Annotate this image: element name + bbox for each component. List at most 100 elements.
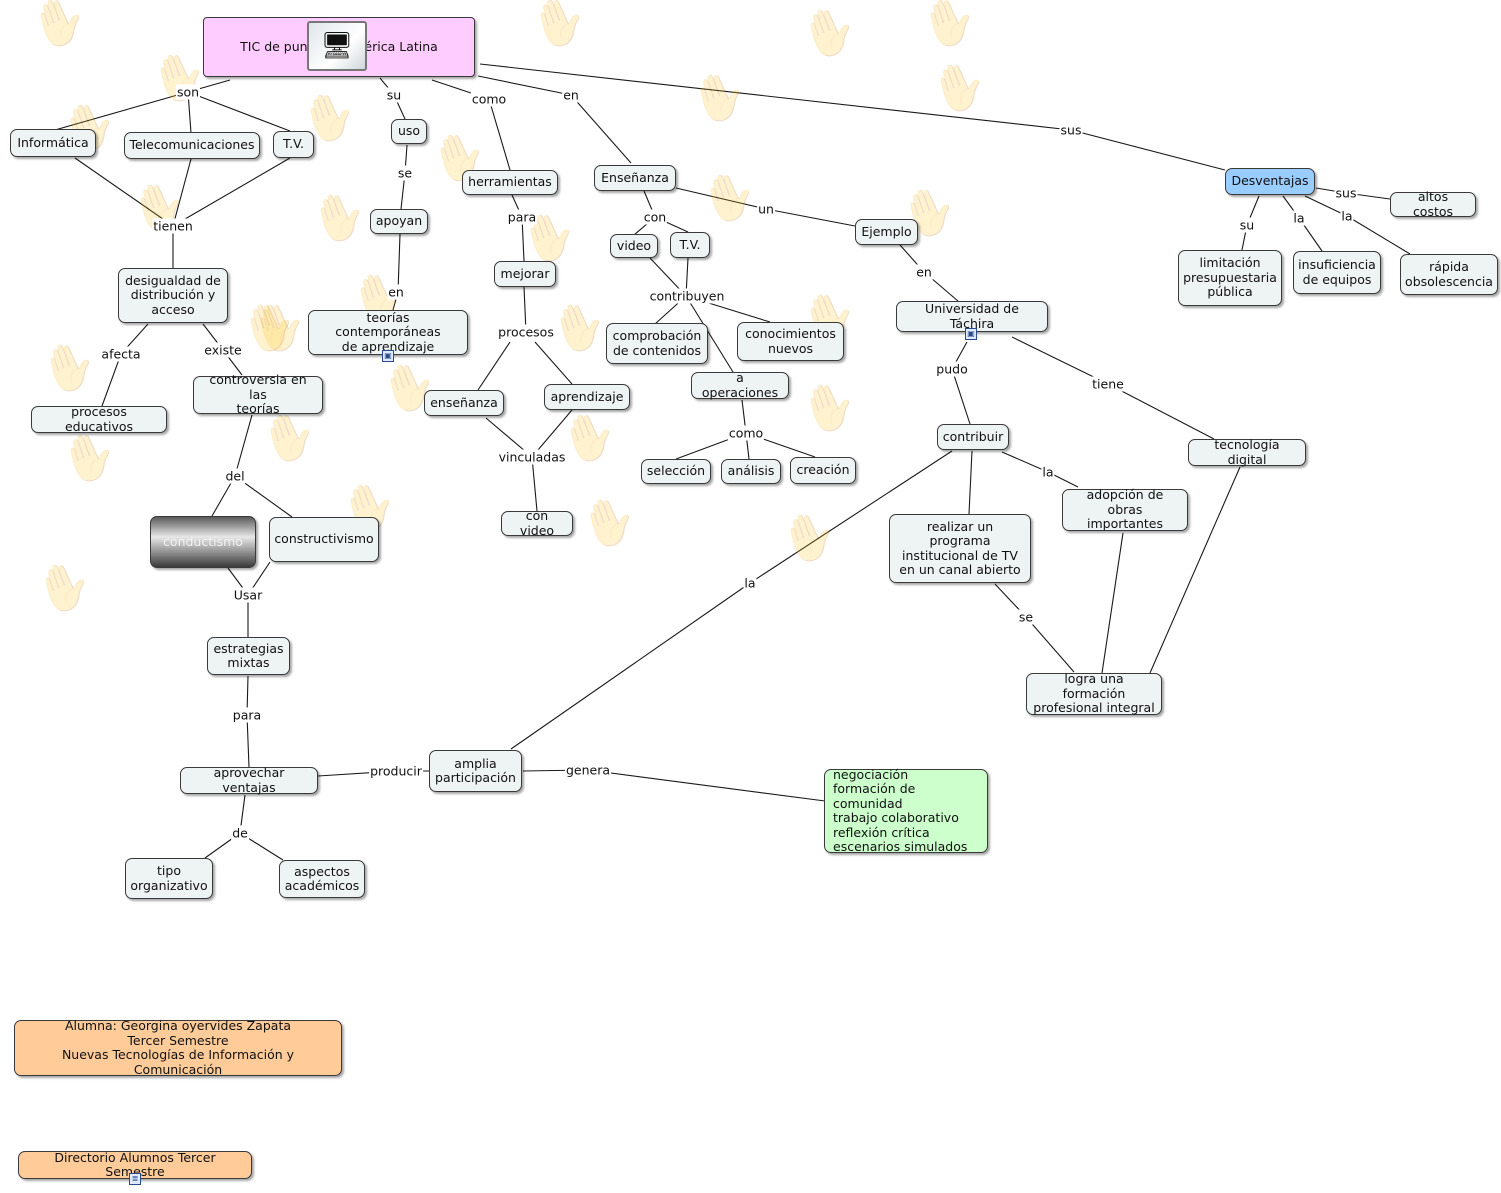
link-label: como [727, 425, 765, 441]
concept-aspectos-academicos[interactable]: aspectos académicos [279, 860, 365, 898]
image-attachment-icon[interactable]: ▣ [382, 350, 394, 362]
concept-teorias-contemporaneas[interactable]: teorías contemporáneas de aprendizaje [308, 310, 468, 355]
concept-rapida-obsolescencia[interactable]: rápida obsolescencia [1400, 254, 1498, 295]
link-label: para [506, 209, 538, 225]
link-label: la [1292, 210, 1306, 226]
link-label: en [915, 264, 933, 280]
concept-telecomunicaciones[interactable]: Telecomunicaciones [124, 132, 260, 159]
node-label: tecnología digital [1214, 437, 1280, 467]
link-label: la [1340, 208, 1354, 224]
node-label: selección [646, 463, 706, 479]
concept-uso[interactable]: uso [391, 119, 427, 144]
link-label: Usar [232, 587, 264, 603]
concept-mejorar[interactable]: mejorar [494, 261, 556, 287]
concept-tecnologia-digital[interactable]: tecnología digital [1188, 437, 1306, 467]
concept-desigualdad[interactable]: desigualdad de distribución y acceso [118, 268, 228, 323]
concept-altos-costos[interactable]: altos costos [1390, 189, 1476, 219]
link-label: en [387, 284, 405, 300]
node-label: Alumna: Georgina oyervides Zapata Tercer… [61, 1018, 295, 1077]
concept-estrategias-mixtas[interactable]: estrategias mixtas [207, 637, 290, 675]
node-label: logra una formación profesional integral [1033, 671, 1155, 716]
concept-con-video[interactable]: con video [501, 508, 573, 538]
node-label: limitación presupuestaria pública [1183, 255, 1277, 300]
node-label: enseñanza [430, 394, 498, 410]
node-label: análisis [727, 463, 775, 479]
concept-genera-list[interactable]: negociación formación de comunidad traba… [824, 767, 988, 854]
concept-ensenanza-small[interactable]: enseñanza [424, 390, 504, 416]
concept-analisis[interactable]: análisis [721, 459, 781, 484]
concept-video[interactable]: video [610, 234, 658, 258]
concept-a-operaciones[interactable]: a operaciones [691, 370, 789, 399]
node-label: Desventajas [1231, 173, 1309, 189]
concept-ensenanza[interactable]: Enseñanza [594, 165, 676, 191]
author-info-box[interactable]: Alumna: Georgina oyervides Zapata Tercer… [14, 1018, 342, 1077]
document-attachment-icon[interactable]: ≣ [129, 1173, 141, 1185]
node-label: tipo organizativo [130, 863, 208, 893]
concept-amplia-participacion[interactable]: amplia participación [429, 750, 522, 792]
concept-constructivismo[interactable]: constructivismo [269, 517, 379, 562]
link-label: para [231, 707, 263, 723]
concept-insuficiencia-equipos[interactable]: insuficiencia de equipos [1293, 251, 1381, 294]
image-attachment-icon[interactable]: ▣ [965, 328, 977, 340]
node-label: conocimientos nuevos [745, 326, 836, 356]
node-label: aprendizaje [550, 388, 624, 404]
node-label: adopción de obras importantes [1086, 487, 1164, 532]
link-label: del [224, 468, 246, 484]
node-label: estrategias mixtas [213, 640, 284, 670]
link-label: su [1238, 217, 1256, 233]
concept-procesos-educativos[interactable]: procesos educativos [31, 404, 167, 433]
node-label: Ejemplo [861, 223, 912, 239]
concept-comprobacion[interactable]: comprobación de contenidos [606, 323, 708, 364]
node-label: rápida obsolescencia [1405, 259, 1493, 289]
node-label: realizar un programa institucional de TV… [899, 518, 1021, 577]
link-label: afecta [100, 346, 142, 362]
link-label: existe [203, 342, 243, 358]
node-label: uso [397, 123, 421, 139]
concept-aprovechar-ventajas[interactable]: aprovechar ventajas [180, 765, 318, 794]
node-label: video [616, 237, 652, 253]
link-label: la [743, 575, 757, 591]
concept-conocimientos-nuevos[interactable]: conocimientos nuevos [737, 322, 844, 361]
link-label: sus [1059, 122, 1083, 138]
concept-apoyan[interactable]: apoyan [370, 209, 428, 234]
link-label: pudo [935, 361, 969, 377]
link-label: en [562, 87, 580, 103]
node-label: insuficiencia de equipos [1298, 257, 1376, 287]
node-label: constructivismo [274, 531, 374, 547]
node-label: aspectos académicos [284, 863, 360, 893]
link-label: la [1041, 464, 1055, 480]
concept-universidad-tachira[interactable]: Universidad de Táchira [896, 301, 1048, 332]
concept-herramientas[interactable]: herramientas [462, 170, 558, 195]
node-label: mejorar [500, 265, 550, 281]
concept-ejemplo[interactable]: Ejemplo [855, 219, 918, 245]
concept-informatica[interactable]: Informática [10, 129, 96, 157]
concept-conductismo[interactable]: conductismo [150, 516, 256, 568]
concept-logra-formacion[interactable]: logra una formación profesional integral [1026, 671, 1162, 716]
link-label: tiene [1091, 376, 1125, 392]
concept-tv-2[interactable]: T.V. [670, 232, 710, 258]
link-label: genera [564, 762, 612, 778]
concept-contribuir[interactable]: contribuir [937, 424, 1009, 450]
concept-seleccion[interactable]: selección [641, 459, 711, 484]
concept-aprendizaje[interactable]: aprendizaje [544, 384, 630, 410]
concept-realizar-programa[interactable]: realizar un programa institucional de TV… [889, 514, 1031, 583]
node-label: amplia participación [435, 755, 516, 785]
node-label: Universidad de Táchira [925, 301, 1019, 331]
concept-creacion[interactable]: creación [790, 457, 856, 484]
node-label: T.V. [282, 136, 305, 152]
node-label: contribuir [942, 428, 1004, 444]
link-label: con [642, 209, 668, 225]
concept-desventajas[interactable]: Desventajas [1225, 168, 1315, 195]
node-label: con video [519, 508, 555, 538]
link-label: sus [1334, 185, 1358, 201]
node-label: conductismo [163, 533, 243, 549]
concept-tv[interactable]: T.V. [273, 131, 314, 158]
concept-limitacion-presupuestaria[interactable]: limitación presupuestaria pública [1178, 250, 1282, 306]
concept-adopcion-obras[interactable]: adopción de obras importantes [1062, 487, 1188, 532]
node-label: altos costos [1412, 189, 1454, 219]
link-label: se [1017, 609, 1035, 625]
link-label: de [231, 825, 249, 841]
concept-tipo-organizativo[interactable]: tipo organizativo [125, 858, 213, 899]
node-label: apoyan [375, 213, 423, 229]
concept-controversia[interactable]: controversia en las teorías [193, 373, 323, 416]
